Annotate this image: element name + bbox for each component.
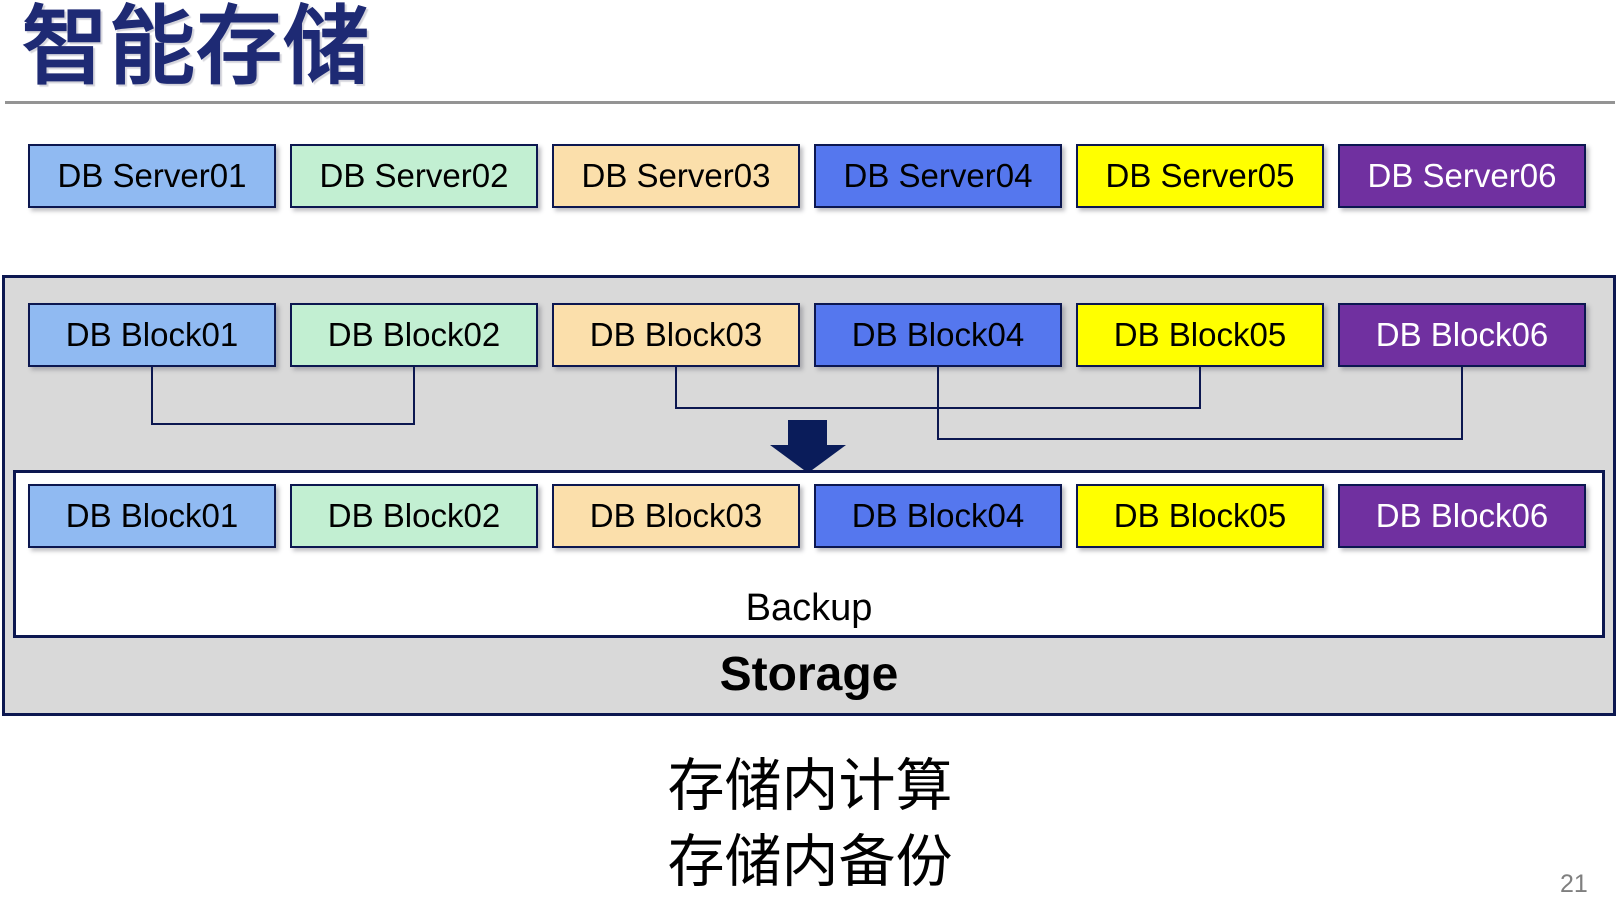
backup-db-block-box-01: DB Block01 [28, 484, 276, 548]
backup-db-block-box-03: DB Block03 [552, 484, 800, 548]
db-block-box-06: DB Block06 [1338, 303, 1586, 367]
db-block-box-02: DB Block02 [290, 303, 538, 367]
backup-db-block-box-06: DB Block06 [1338, 484, 1586, 548]
db-server-box-04: DB Server04 [814, 144, 1062, 208]
caption-line-2: 存储内备份 [667, 830, 953, 894]
db-server-box-06: DB Server06 [1338, 144, 1586, 208]
connector-block04-block06 [937, 367, 1463, 440]
storage-label: Storage [719, 648, 899, 701]
backup-db-block-box-02: DB Block02 [290, 484, 538, 548]
db-block-box-05: DB Block05 [1076, 303, 1324, 367]
caption: 存储内计算 存储内备份 [0, 748, 1620, 900]
slide-title: 智能存储 [22, 0, 370, 95]
down-arrow-icon [770, 420, 846, 473]
backup-db-block-box-04: DB Block04 [814, 484, 1062, 548]
db-block-box-04: DB Block04 [814, 303, 1062, 367]
db-server-box-03: DB Server03 [552, 144, 800, 208]
db-block-box-01: DB Block01 [28, 303, 276, 367]
backup-db-block-box-05: DB Block05 [1076, 484, 1324, 548]
db-server-box-02: DB Server02 [290, 144, 538, 208]
page-number: 21 [1560, 870, 1588, 898]
db-server-box-01: DB Server01 [28, 144, 276, 208]
connector-block01-block02 [151, 367, 415, 425]
backup-label: Backup [745, 587, 873, 629]
db-server-box-05: DB Server05 [1076, 144, 1324, 208]
db-block-box-03: DB Block03 [552, 303, 800, 367]
caption-line-1: 存储内计算 [667, 754, 953, 818]
title-divider [5, 101, 1615, 104]
